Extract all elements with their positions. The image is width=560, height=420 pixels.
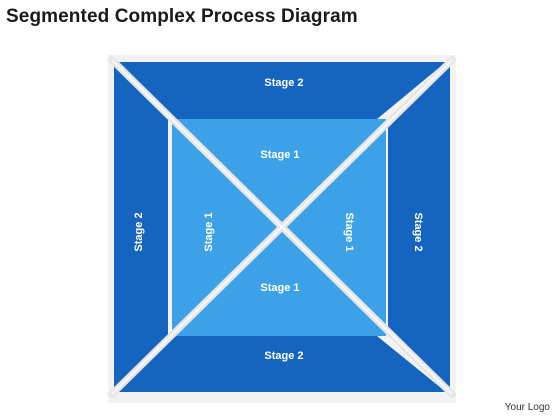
label-inner-right: Stage 1: [343, 212, 355, 251]
outer-segment-top: [118, 62, 446, 119]
outer-segment-right: [388, 66, 450, 388]
outer-segment-left: [114, 66, 168, 388]
label-outer-left: Stage 2: [133, 212, 145, 251]
outer-segment-bottom: [118, 336, 446, 392]
label-inner-left: Stage 1: [203, 212, 215, 251]
page-title: Segmented Complex Process Diagram: [6, 6, 358, 27]
logo-text: Your Logo: [504, 402, 550, 413]
diagonal-divider-2-shade: [111, 59, 453, 395]
label-outer-right: Stage 2: [412, 212, 424, 251]
label-outer-bottom: Stage 2: [264, 350, 303, 362]
label-inner-top: Stage 1: [260, 149, 299, 161]
label-inner-bottom: Stage 1: [260, 282, 299, 294]
label-outer-top: Stage 2: [264, 77, 303, 89]
